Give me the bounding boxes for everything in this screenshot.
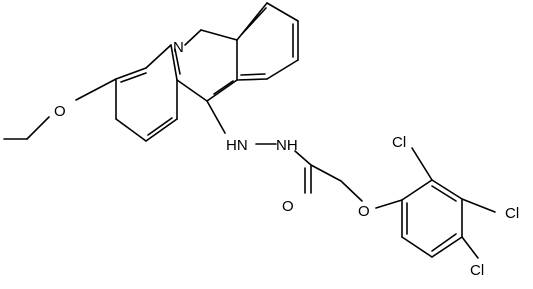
ether-oxygen-label: O <box>54 103 66 120</box>
hydrazide-nh-label-2: NH <box>276 137 298 154</box>
bond <box>174 48 181 75</box>
bond <box>266 59 299 80</box>
chlorine-right-label: Cl <box>505 205 519 222</box>
bond <box>200 29 238 41</box>
bond <box>145 118 178 142</box>
bond <box>431 233 457 252</box>
bond <box>375 199 403 209</box>
bond <box>176 79 208 102</box>
bond <box>461 198 496 213</box>
bond <box>236 78 268 81</box>
bond <box>401 236 433 258</box>
bond <box>401 179 433 201</box>
bonds <box>3 2 496 259</box>
bond <box>147 117 173 136</box>
bond <box>26 116 50 140</box>
hydrazide-nh-label-1: HN <box>226 137 248 154</box>
bond <box>266 2 299 22</box>
chlorine-top-label: Cl <box>392 134 406 151</box>
bond <box>340 180 363 202</box>
bond <box>115 118 147 142</box>
bond <box>120 72 147 83</box>
bond <box>184 29 202 46</box>
bond <box>206 79 238 102</box>
bond <box>431 179 463 200</box>
ring-nitrogen-label: N <box>173 39 184 56</box>
bond <box>431 185 457 202</box>
atom-labels: N O HN NH O O Cl Cl Cl <box>54 39 519 279</box>
bond <box>145 44 172 69</box>
bond <box>75 78 117 101</box>
bond <box>294 150 312 166</box>
aryl-ether-oxygen-label: O <box>358 203 370 220</box>
carbonyl-oxygen-label: O <box>282 198 294 215</box>
bond <box>411 147 433 181</box>
chlorine-bottom-label: Cl <box>470 262 484 279</box>
bond <box>461 236 479 259</box>
bond <box>213 80 234 95</box>
bond <box>240 73 266 76</box>
bond <box>170 44 178 81</box>
bond <box>206 100 226 134</box>
bond <box>241 7 267 35</box>
bond <box>431 236 463 258</box>
bond <box>115 67 147 80</box>
bond <box>310 164 342 182</box>
